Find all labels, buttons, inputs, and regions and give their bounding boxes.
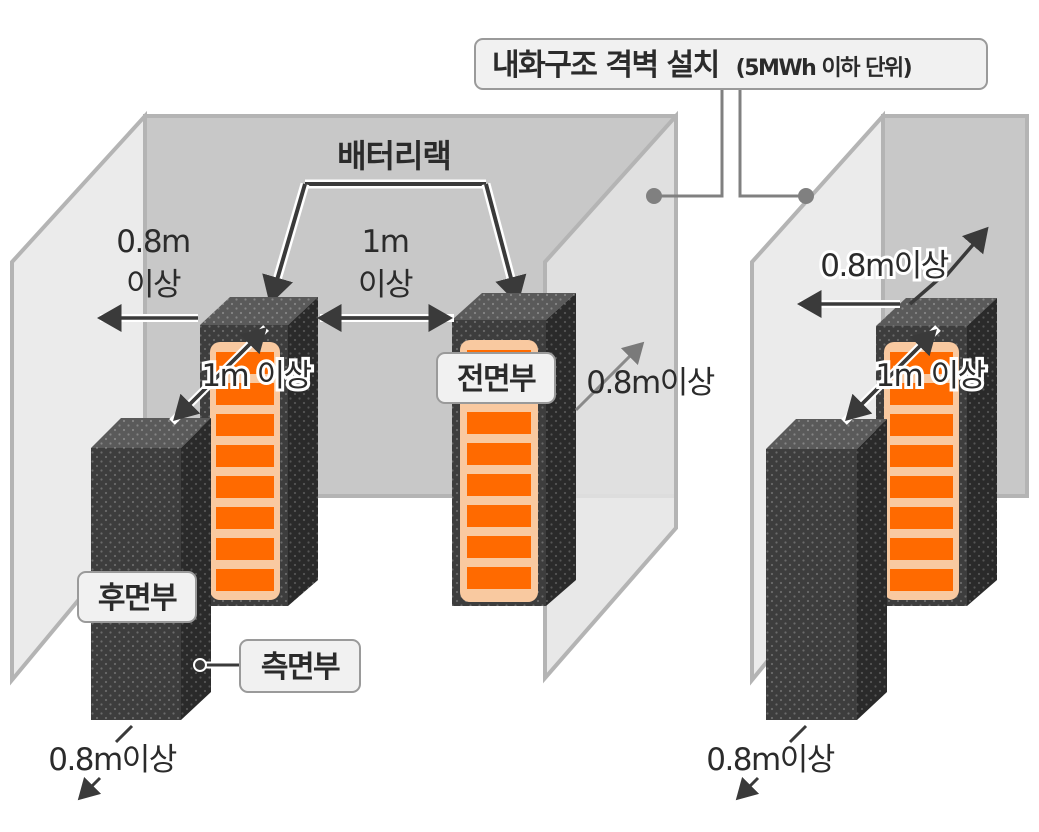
title-main: 내화구조 격벽 설치 — [492, 48, 719, 83]
title-sub: (5MWh 이하 단위) — [736, 56, 912, 81]
dist-08m-left-1: 0.8m — [116, 224, 190, 260]
front-label-box: 전면부 — [436, 352, 556, 404]
battery-module — [216, 507, 274, 529]
battery-module — [467, 443, 531, 465]
dist-1m-2: 이상 — [358, 267, 413, 303]
battery-module — [467, 412, 531, 434]
title-callout-lines — [646, 86, 814, 204]
dist-08m-bottom-left: 0.8m이상 — [48, 742, 177, 778]
battery-module — [216, 538, 274, 560]
battery-module — [890, 383, 953, 405]
battery-module — [216, 476, 274, 498]
battery-module — [467, 474, 531, 496]
battery-module — [467, 567, 531, 589]
dist-08m-bottom-right: 0.8m이상 — [706, 742, 835, 778]
dist-08m-right-top: 0.8m이상 — [820, 248, 949, 284]
diag-1m-right: 1m 이상 — [875, 358, 985, 394]
battery-module — [890, 507, 953, 529]
battery-module — [216, 569, 274, 591]
battery-module — [467, 536, 531, 558]
side-label-box: 측면부 — [239, 639, 361, 693]
battery-rack-callout: 배터리랙 — [262, 137, 527, 305]
front-label: 전면부 — [457, 362, 536, 397]
battery-module — [216, 414, 274, 436]
diag-1m-left: 1m 이상 — [201, 358, 311, 394]
battery-module — [467, 505, 531, 527]
battery-module — [890, 445, 953, 467]
foreground-rack-right — [766, 419, 887, 720]
battery-module — [890, 538, 953, 560]
svg-text:내화구조 격벽 설치 (5MWh 이하 단위): 내화구조 격벽 설치 (5MWh 이하 단위) — [492, 48, 912, 83]
dist-08m-left-2: 이상 — [126, 267, 181, 303]
right-arrows — [735, 226, 989, 801]
foreground-rack-left — [91, 418, 211, 720]
side-pointer — [193, 658, 240, 672]
rear-label-box: 후면부 — [77, 571, 197, 623]
dist-1m-1: 1m — [362, 224, 409, 260]
rear-label: 후면부 — [98, 581, 177, 616]
battery-rack-label: 배터리랙 — [337, 137, 451, 175]
side-label: 측면부 — [261, 650, 340, 685]
title-box: 내화구조 격벽 설치 (5MWh 이하 단위) — [474, 38, 988, 90]
battery-module — [890, 569, 953, 591]
left-arrows — [77, 304, 645, 801]
battery-module — [216, 445, 274, 467]
battery-module — [890, 414, 953, 436]
battery-module — [216, 383, 274, 405]
dist-08m-wall: 0.8m이상 — [586, 365, 715, 401]
distance-labels: 0.8m 이상 1m 이상 1m 이상 0.8m이상 0.8m이상 0.8m이상… — [48, 224, 990, 778]
battery-module — [890, 476, 953, 498]
